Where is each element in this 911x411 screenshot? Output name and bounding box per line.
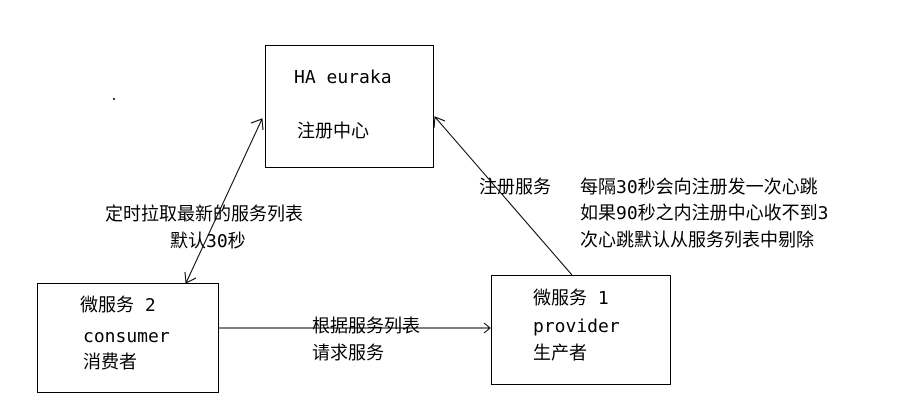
request-label-1: 根据服务列表 — [312, 316, 420, 337]
heartbeat-note-2: 如果90秒之内注册中心收不到3 — [580, 203, 829, 224]
registry-title: HA euraka — [294, 67, 392, 88]
pull-label-1: 定时拉取最新的服务列表 — [105, 204, 303, 225]
provider-title: 微服务 1 — [533, 288, 609, 309]
heartbeat-note-3: 次心跳默认从服务列表中剔除 — [580, 230, 814, 251]
consumer-name: consumer — [83, 326, 170, 347]
request-label-2: 请求服务 — [312, 343, 384, 364]
register-arrow — [433, 116, 573, 276]
provider-role: 生产者 — [533, 343, 587, 364]
registry-subtitle: 注册中心 — [297, 121, 369, 142]
registry-box: HA euraka 注册中心 — [265, 45, 434, 168]
consumer-box: 微服务 2 consumer 消费者 — [37, 283, 219, 393]
consumer-title: 微服务 2 — [80, 295, 156, 316]
stray-dot — [113, 98, 115, 100]
provider-box: 微服务 1 provider 生产者 — [491, 275, 671, 385]
heartbeat-note-1: 每隔30秒会向注册发一次心跳 — [580, 177, 818, 198]
register-label: 注册服务 — [479, 177, 551, 198]
request-arrow — [219, 322, 491, 334]
provider-name: provider — [533, 316, 620, 337]
pull-label-2: 默认30秒 — [170, 231, 246, 252]
consumer-role: 消费者 — [83, 352, 137, 373]
pull-arrow — [184, 118, 264, 284]
